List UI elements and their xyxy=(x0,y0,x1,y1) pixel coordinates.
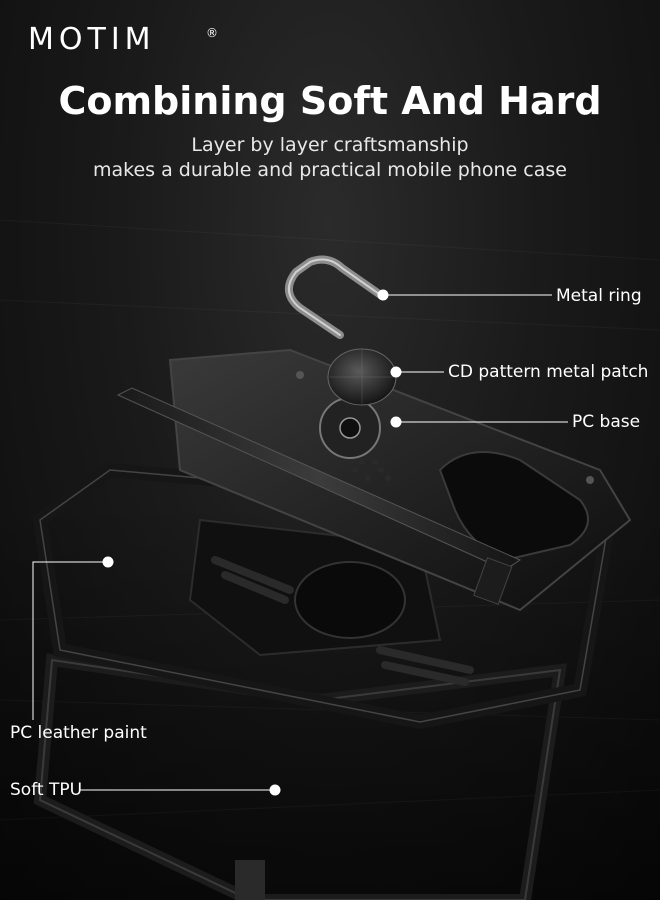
callout-soft-tpu: Soft TPU xyxy=(10,780,83,800)
callout-metal-ring: Metal ring xyxy=(556,286,642,306)
brand-logo: MOTIM xyxy=(28,22,156,57)
subtitle-line-1: Layer by layer craftsmanship xyxy=(191,134,469,156)
callout-leaders xyxy=(32,289,568,796)
callout-pc-base: PC base xyxy=(572,412,641,432)
page-title: Combining Soft And Hard xyxy=(58,79,602,123)
hinge-bar xyxy=(116,387,522,605)
registered-mark: ® xyxy=(206,26,218,40)
callout-cd-patch: CD pattern metal patch xyxy=(448,362,649,382)
ring-holder-base xyxy=(319,397,381,459)
pc-base-plate xyxy=(168,348,632,612)
subtitle-line-2: makes a durable and practical mobile pho… xyxy=(93,159,567,181)
pc-leather-frame xyxy=(32,462,619,730)
metal-ring xyxy=(285,255,386,339)
callout-pc-leather: PC leather paint xyxy=(10,723,147,743)
cd-pattern-patch xyxy=(327,348,397,406)
